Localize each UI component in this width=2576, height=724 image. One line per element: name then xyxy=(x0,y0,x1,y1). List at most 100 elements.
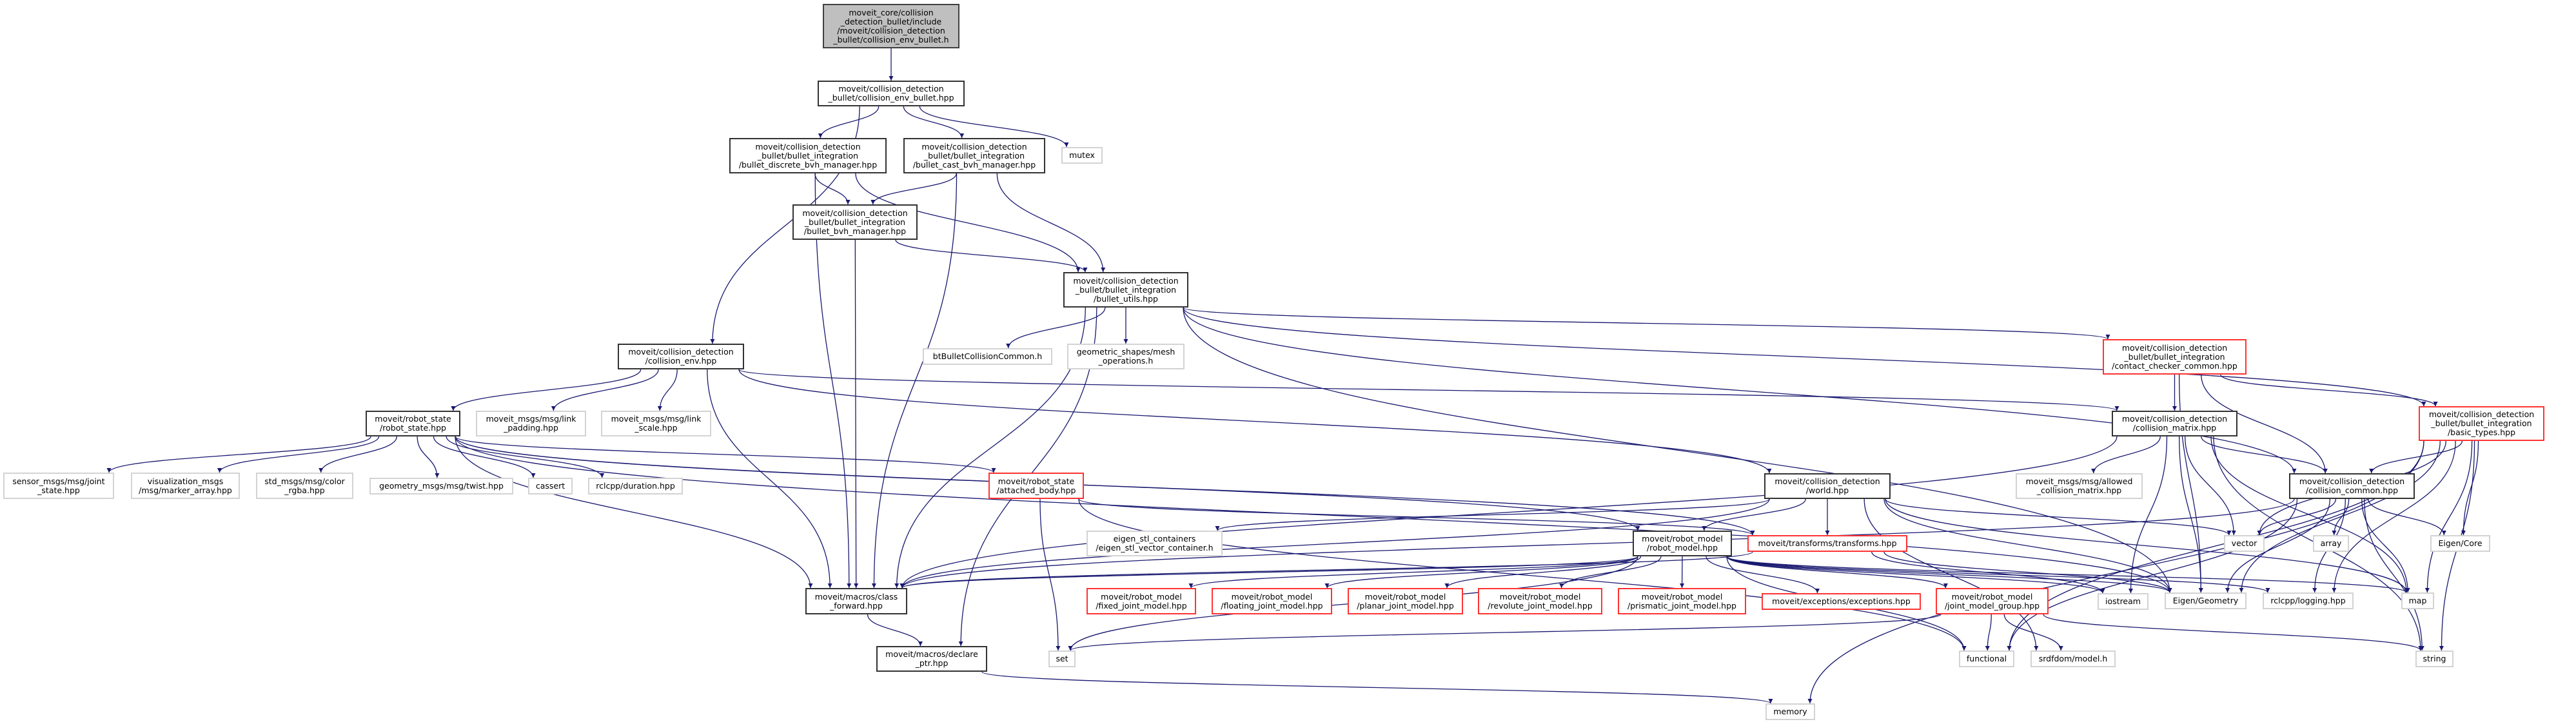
edge-robot_state-to-viz xyxy=(217,436,380,473)
node-planar[interactable]: moveit/robot_model /planar_joint_model.h… xyxy=(1348,588,1463,614)
node-functional[interactable]: functional xyxy=(1959,651,2014,667)
node-eigen-stl[interactable]: eigen_stl_containers /eigen_stl_vector_c… xyxy=(1086,531,1223,556)
edge-world-to-vector xyxy=(1885,498,2232,536)
node-rclcpp-logging[interactable]: rclcpp/logging.hpp xyxy=(2263,592,2354,609)
edge-basic_types-to-map xyxy=(2424,440,2473,593)
edge-env_bullet-to-cast xyxy=(903,106,965,139)
node-bullet-bvh[interactable]: moveit/collision_detection _bullet/bulle… xyxy=(792,204,918,240)
node-link-scale[interactable]: moveit_msgs/msg/link _scale.hpp xyxy=(601,411,711,436)
edge-collision_matrix-to-allowed_cm xyxy=(2091,436,2161,474)
node-viz[interactable]: visualization_msgs /msg/marker_array.hpp xyxy=(131,473,240,499)
node-contact-checker[interactable]: moveit/collision_detection _bullet/bulle… xyxy=(2103,339,2247,375)
node-fixed[interactable]: moveit/robot_model /fixed_joint_model.hp… xyxy=(1086,588,1196,614)
node-srdfdom[interactable]: srdfdom/model.h xyxy=(2030,651,2116,667)
edge-class_forward-to-declare_ptr xyxy=(867,614,923,647)
edge-transforms-to-iostream xyxy=(1871,551,2105,594)
node-root[interactable]: moveit_core/collision _detection_bullet/… xyxy=(823,4,959,48)
edge-bullet_utils-to-eigen_geometry xyxy=(1183,307,2172,593)
node-declare-ptr[interactable]: moveit/macros/declare _ptr.hpp xyxy=(876,646,987,672)
edge-env_bullet-to-mutex xyxy=(919,106,1069,148)
node-allowed-cm[interactable]: moveit_msgs/msg/allowed _collision_matri… xyxy=(2016,473,2143,499)
edge-collision_common-to-vector xyxy=(2257,498,2337,536)
edge-collision_common-to-string xyxy=(2364,498,2424,651)
node-link-padding[interactable]: moveit_msgs/msg/link _padding.hpp xyxy=(476,411,586,436)
edge-basic_types-to-rclcpp_logging xyxy=(2332,440,2456,593)
edge-collision_env-to-link_padding xyxy=(551,369,659,411)
node-string[interactable]: string xyxy=(2415,651,2453,667)
edge-robot_state-to-sensor xyxy=(106,436,371,473)
edge-collision_common-to-class_forward xyxy=(900,498,2295,589)
node-map[interactable]: map xyxy=(2401,592,2434,609)
node-geomshapes[interactable]: geometric_shapes/mesh _operations.h xyxy=(1067,344,1185,369)
node-exceptions[interactable]: moveit/exceptions/exceptions.hpp xyxy=(1762,593,1921,610)
edge-collision_env-to-collision_matrix xyxy=(738,369,2119,411)
node-sensor[interactable]: sensor_msgs/msg/joint _state.hpp xyxy=(3,473,114,499)
edge-robot_model-to-iostream xyxy=(1726,556,2105,594)
node-cast[interactable]: moveit/collision_detection _bullet/bulle… xyxy=(903,138,1045,173)
node-set[interactable]: set xyxy=(1048,651,1076,667)
node-env-bullet[interactable]: moveit/collision_detection _bullet/colli… xyxy=(818,81,965,106)
edge-bullet_utils-to-contact_checker xyxy=(1183,307,2110,340)
edge-robot_state-to-twist xyxy=(417,436,440,478)
edge-collision_env-to-robot_state xyxy=(451,369,642,411)
node-class-forward[interactable]: moveit/macros/class _forward.hpp xyxy=(805,588,907,614)
node-collision-common[interactable]: moveit/collision_detection /collision_co… xyxy=(2289,473,2415,499)
edge-robot_model-to-rclcpp_logging xyxy=(1726,556,2270,593)
node-iostream[interactable]: iostream xyxy=(2098,593,2148,610)
node-collision-matrix[interactable]: moveit/collision_detection /collision_ma… xyxy=(2112,411,2237,436)
edge-basic_types-to-eigen_core xyxy=(2461,440,2479,536)
edge-robot_model-to-class_forward xyxy=(900,556,1638,589)
edge-collision_matrix-to-class_forward xyxy=(900,436,2118,589)
edge-robot_model-to-exceptions xyxy=(1706,556,1820,594)
node-jmg[interactable]: moveit/robot_model /joint_model_group.hp… xyxy=(1936,588,2049,614)
node-robot-state[interactable]: moveit/robot_state /robot_state.hpp xyxy=(366,411,460,436)
edge-robot_model-to-fixed xyxy=(1188,556,1638,589)
node-mutex[interactable]: mutex xyxy=(1061,147,1103,164)
node-array[interactable]: array xyxy=(2313,535,2349,552)
node-twist[interactable]: geometry_msgs/msg/twist.hpp xyxy=(369,478,513,494)
edge-jmg-to-srdfdom xyxy=(2003,614,2063,651)
node-robot-model[interactable]: moveit/robot_model /robot_model.hpp xyxy=(1633,531,1732,556)
node-bullet-utils[interactable]: moveit/collision_detection _bullet/bulle… xyxy=(1063,272,1188,308)
edge-world-to-map xyxy=(1885,498,2409,593)
node-prismatic[interactable]: moveit/robot_model /prismatic_joint_mode… xyxy=(1618,588,1746,614)
edge-env_bullet-to-discrete xyxy=(818,106,880,139)
node-discrete[interactable]: moveit/collision_detection _bullet/bulle… xyxy=(729,138,887,173)
edge-robot_model-to-jmg xyxy=(1726,556,1948,589)
node-vector[interactable]: vector xyxy=(2224,535,2265,552)
edge-collision_env-to-class_forward xyxy=(707,369,832,589)
node-revolute[interactable]: moveit/robot_model /revolute_joint_model… xyxy=(1478,588,1602,614)
node-collision-env[interactable]: moveit/collision_detection /collision_en… xyxy=(618,344,744,369)
edge-robot_state-to-class_forward xyxy=(455,436,813,589)
edge-transforms-to-eigen_geometry xyxy=(1883,551,2172,593)
edge-bullet_bvh-to-bullet_utils xyxy=(895,239,1088,273)
edge-layer xyxy=(106,48,2479,704)
edge-jmg-to-functional xyxy=(1985,614,1992,651)
edge-robot_model-to-map xyxy=(1726,556,2409,593)
edge-bullet_utils-to-collision_common xyxy=(1183,307,2297,474)
edge-collision_env-to-world xyxy=(738,369,1772,474)
node-floating[interactable]: moveit/robot_model /floating_joint_model… xyxy=(1212,588,1332,614)
node-attached-body[interactable]: moveit/robot_state /attached_body.hpp xyxy=(988,473,1084,499)
edge-bullet_bvh-to-class_forward xyxy=(854,239,859,589)
edge-transforms-to-class_forward xyxy=(900,551,1753,589)
edge-robot_state-to-transforms xyxy=(455,436,1755,536)
edge-basic_types-to-functional xyxy=(2007,440,2424,651)
node-memory[interactable]: memory xyxy=(1765,703,1815,720)
node-eigen-geometry[interactable]: Eigen/Geometry xyxy=(2165,592,2247,609)
node-btbullet[interactable]: btBulletCollisionCommon.h xyxy=(923,348,1052,365)
node-duration[interactable]: rclcpp/duration.hpp xyxy=(588,478,683,494)
edge-collision_matrix-to-collision_common xyxy=(2201,436,2328,474)
node-transforms[interactable]: moveit/transforms/transforms.hpp xyxy=(1747,535,1907,552)
edge-bullet_utils-to-btbullet xyxy=(1006,307,1106,349)
node-world[interactable]: moveit/collision_detection /world.hpp xyxy=(1764,473,1891,499)
edge-collision_common-to-eigen_geometry xyxy=(2225,498,2331,593)
node-eigen-core[interactable]: Eigen/Core xyxy=(2430,535,2490,552)
edge-world-to-eigen_geometry xyxy=(1883,498,2172,593)
node-cassert[interactable]: cassert xyxy=(528,478,573,494)
edge-discrete-to-class_forward xyxy=(814,173,852,589)
edge-robot_state-to-attached_body xyxy=(455,436,996,473)
edge-collision_matrix-to-vector xyxy=(2185,436,2236,536)
node-basic-types[interactable]: moveit/collision_detection _bullet/bulle… xyxy=(2419,406,2544,441)
node-std-msgs[interactable]: std_msgs/msg/color _rgba.hpp xyxy=(256,473,353,499)
